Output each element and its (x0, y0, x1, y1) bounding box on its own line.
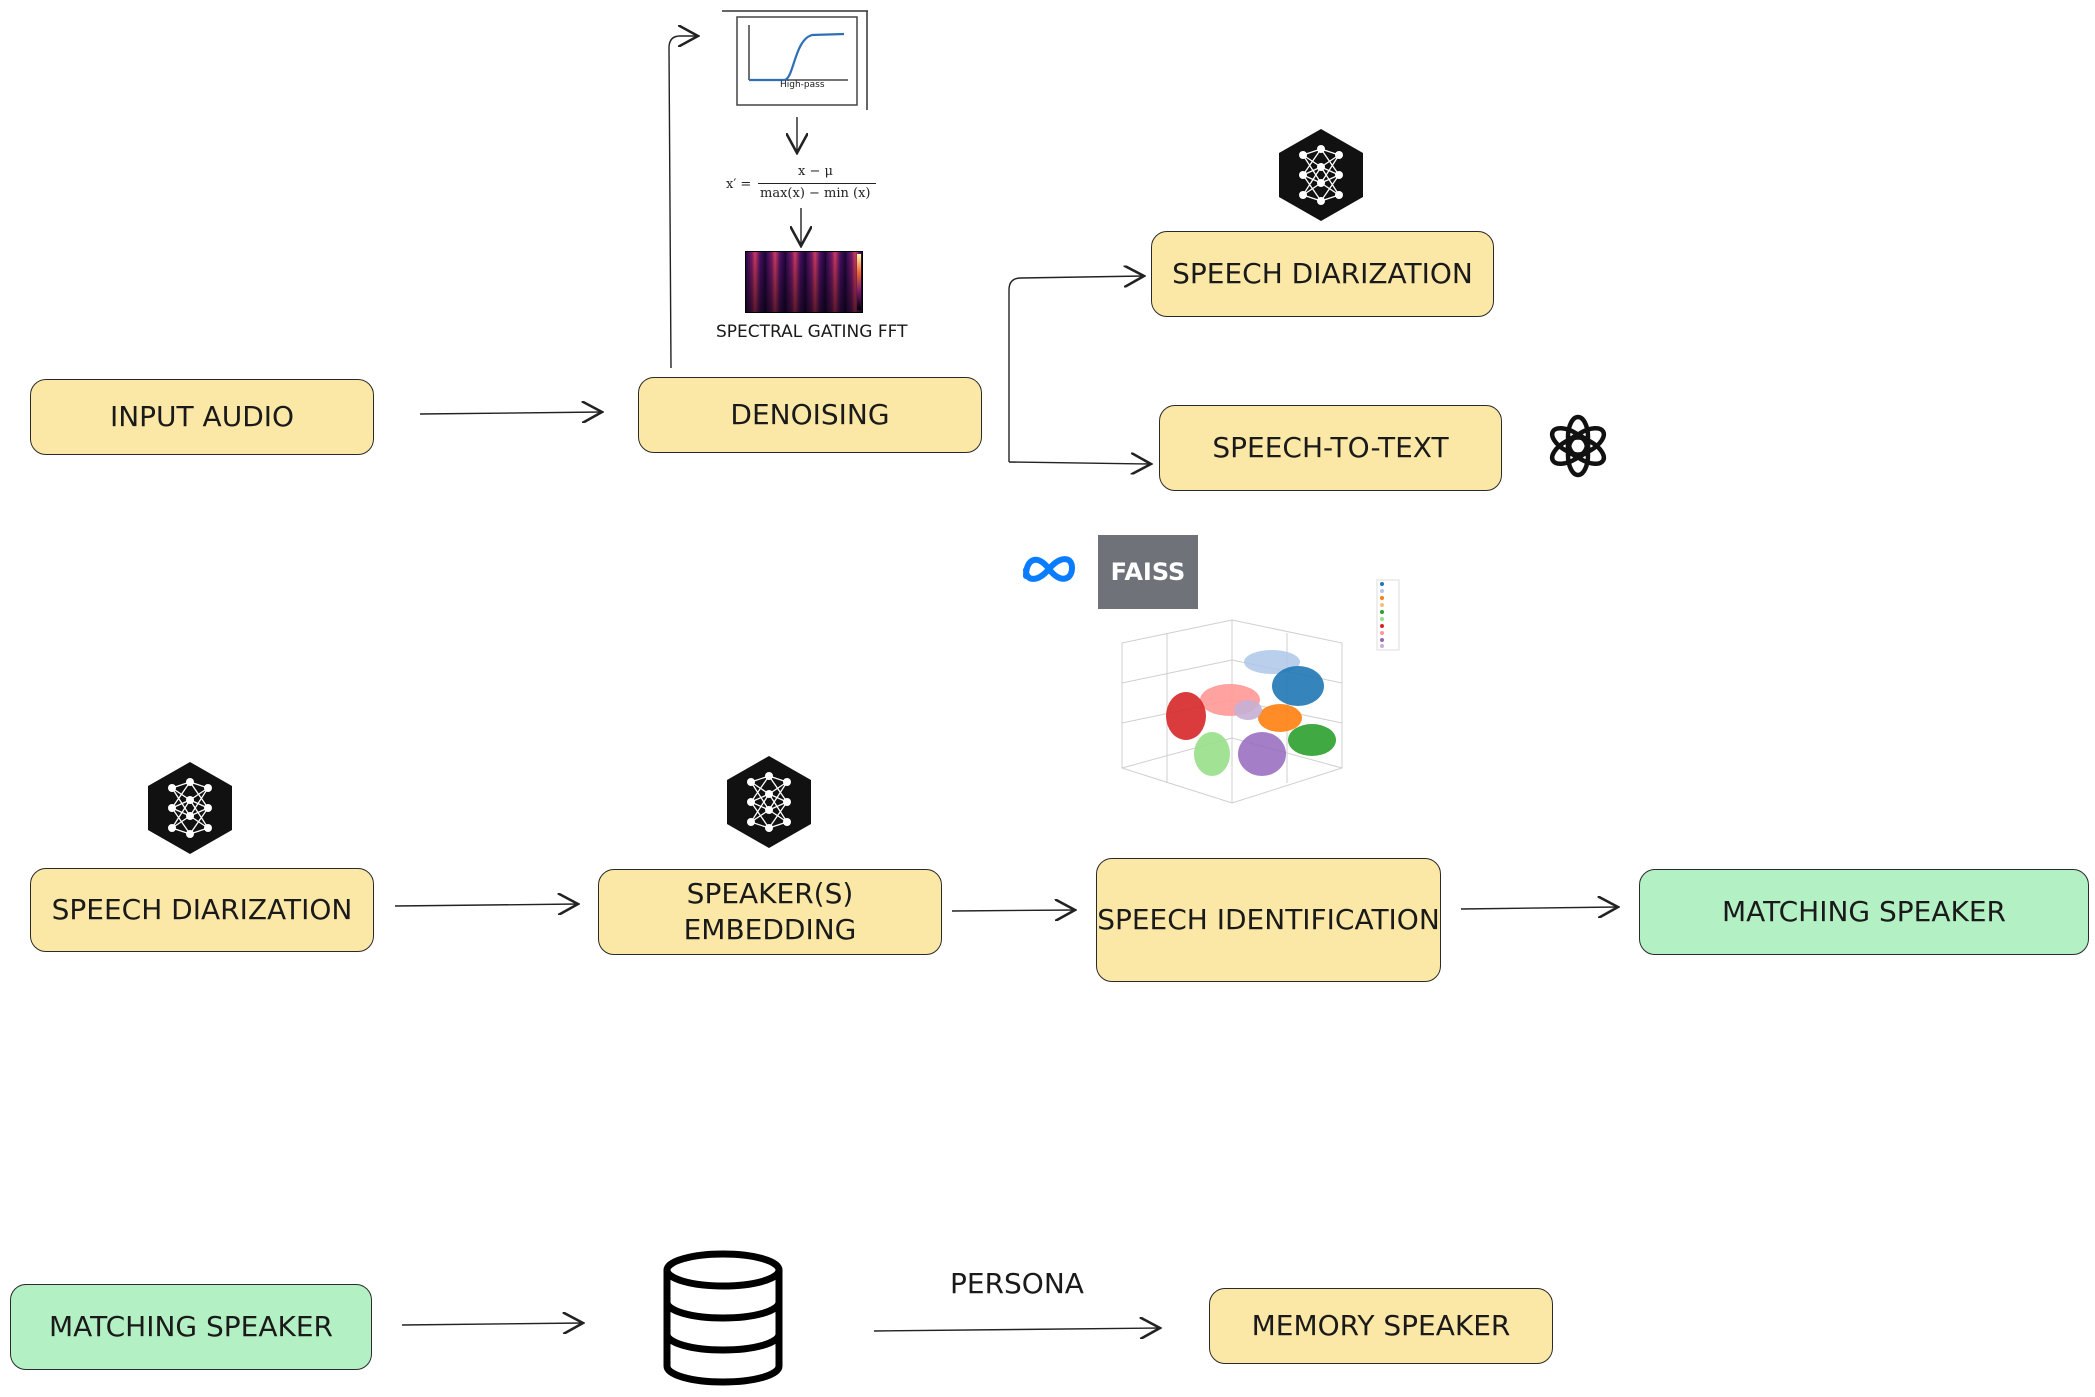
formula-numerator: x − μ (798, 164, 833, 179)
faiss-label: FAISS (1110, 558, 1186, 586)
spectral-gating-label: SPECTRAL GATING FFT (716, 322, 908, 342)
neural-network-icon-top (1277, 127, 1365, 223)
speaker-embedding-line2: EMBEDDING (683, 913, 857, 946)
arrow-denoising-to-stt (1008, 462, 1151, 464)
node-denoising: DENOISING (638, 377, 982, 453)
speaker-embedding-line1: SPEAKER(S) (686, 876, 854, 910)
node-speech-diarization-mid: SPEECH DIARIZATION (30, 868, 374, 952)
neural-network-icon-embedding (725, 754, 813, 850)
arrow-identification-to-matching (1460, 907, 1618, 909)
meta-logo-icon (1020, 548, 1078, 590)
spectrogram-colorbar (857, 254, 861, 310)
node-speech-to-text: SPEECH-TO-TEXT (1159, 405, 1502, 491)
spectrogram-image (745, 251, 863, 313)
node-memory-speaker: MEMORY SPEAKER (1209, 1288, 1553, 1364)
node-matching-speaker-mid: MATCHING SPEAKER (1639, 869, 2089, 955)
persona-label: PERSONA (950, 1267, 1084, 1300)
normalization-formula: x′ = x − μ max(x) − min (x) (726, 164, 876, 208)
high-pass-filter-plot: High-pass (722, 10, 868, 110)
node-input-audio: INPUT AUDIO (30, 379, 374, 455)
arrow-diarization-to-embedding (394, 904, 578, 906)
arrow-embedding-to-identification (951, 910, 1075, 911)
arrow-denoising-to-filter (668, 36, 698, 369)
database-icon (661, 1250, 785, 1386)
arrow-branch-trunk (1008, 276, 1144, 462)
openai-logo-icon (1543, 411, 1613, 481)
formula-lhs: x′ = (726, 177, 752, 192)
node-speech-identification: SPEECH IDENTIFICATION (1096, 858, 1441, 982)
high-pass-label: High-pass (780, 80, 825, 90)
faiss-logo: FAISS (1098, 535, 1198, 609)
embedding-cluster-plot (1112, 578, 1412, 848)
high-pass-curve-icon (722, 10, 868, 110)
node-speaker-embedding: SPEAKER(S) EMBEDDING (598, 869, 942, 955)
arrow-database-to-memory (873, 1328, 1160, 1331)
formula-denominator: max(x) − min (x) (760, 186, 871, 201)
neural-network-icon-left (146, 760, 234, 856)
node-matching-speaker-bottom: MATCHING SPEAKER (10, 1284, 372, 1370)
arrow-input-to-denoising (419, 412, 602, 414)
arrow-matching-to-database (401, 1323, 583, 1325)
node-speech-diarization-top: SPEECH DIARIZATION (1151, 231, 1494, 317)
